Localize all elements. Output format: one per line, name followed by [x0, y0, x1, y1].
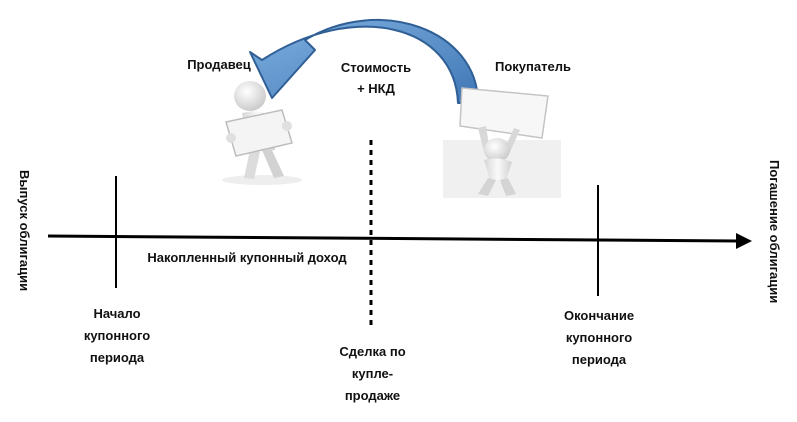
accrued-coupon-label: Накопленный купонный доход — [147, 250, 347, 265]
timeline-arrowhead — [736, 233, 752, 249]
price-label-line1: Стоимость — [340, 60, 412, 75]
deal-label: Сделка по купле- продаже — [339, 344, 406, 403]
buyer-label: Покупатель — [495, 59, 571, 74]
redemption-label: Погашение облигации — [767, 160, 782, 304]
seller-label: Продавец — [187, 57, 251, 72]
transfer-arrow — [249, 18, 479, 104]
seller-figure — [222, 81, 302, 185]
price-label-line2: + НКД — [357, 81, 395, 96]
coupon-start-label: Начало купонного периода — [83, 306, 151, 365]
issue-label: Выпуск облигации — [17, 170, 32, 292]
buyer-figure — [443, 87, 561, 198]
coupon-end-label: Окончание купонного периода — [563, 308, 635, 367]
timeline-line — [47, 234, 739, 243]
